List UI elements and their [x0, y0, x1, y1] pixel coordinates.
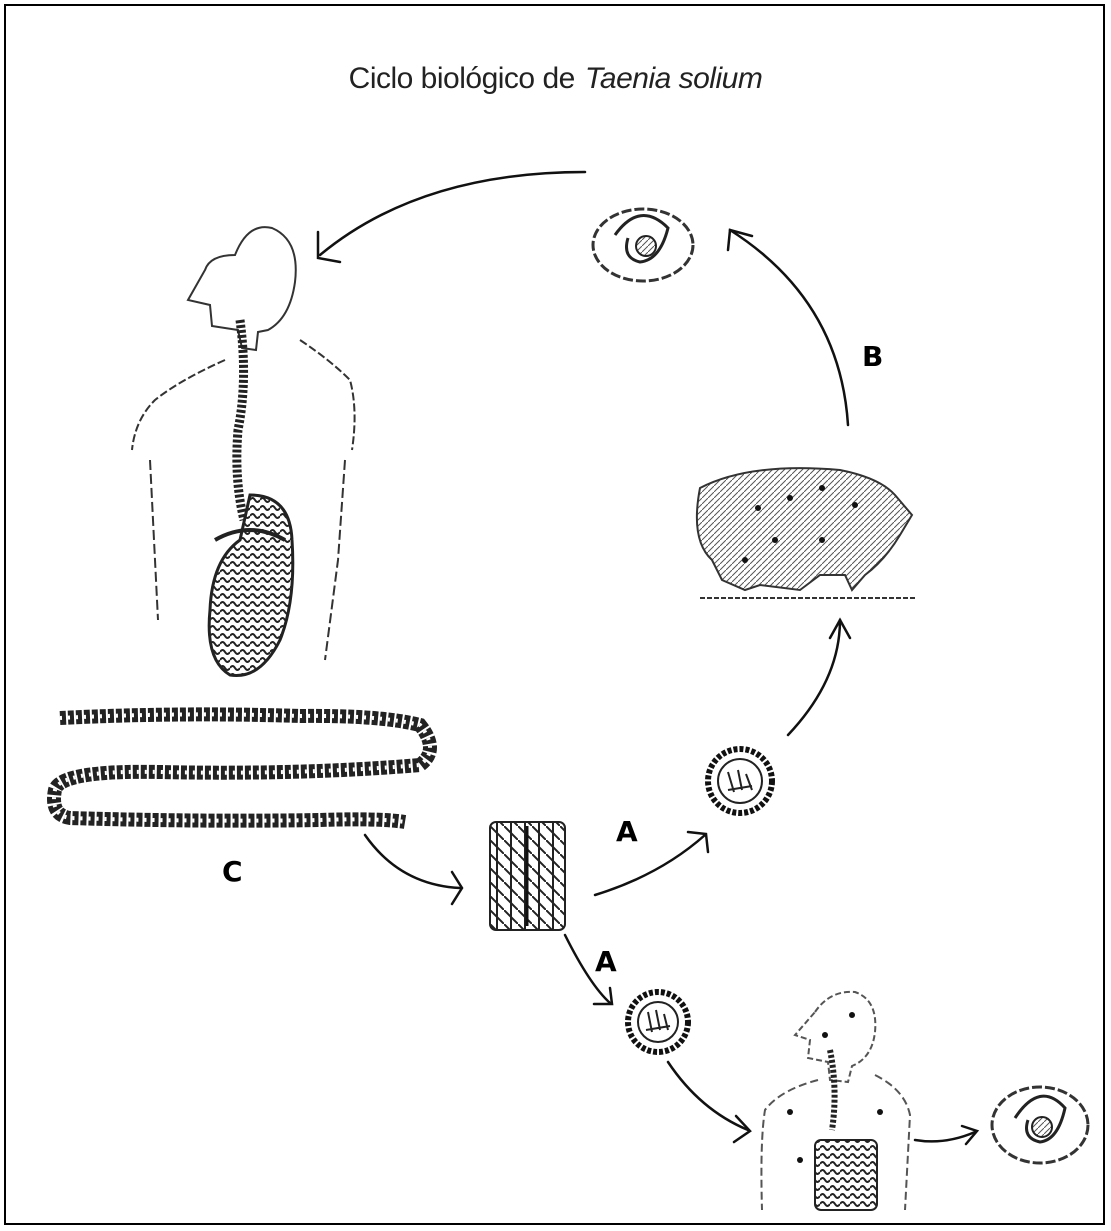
arrow-worm-to-proglottid [365, 835, 460, 888]
pig-figure [697, 468, 915, 598]
cysticercus-top [593, 209, 693, 281]
arrowhead-egg-to-human [734, 1116, 750, 1142]
label-b: B [862, 340, 883, 373]
human-cysticercosis-figure [761, 992, 910, 1210]
egg-lower [628, 992, 688, 1052]
arrow-egg-to-pig [788, 620, 840, 735]
gravid-proglottid [490, 822, 565, 930]
arrow-egg-to-human [668, 1062, 748, 1130]
arrow-human-to-cyst [915, 1132, 975, 1141]
cysticercus-bottom [992, 1087, 1088, 1163]
arrow-pig-to-cyst [730, 230, 848, 425]
arrowhead-pig-to-cyst [728, 230, 752, 250]
egg-upper [708, 749, 772, 813]
adult-tapeworm [54, 714, 430, 822]
human-host-figure [132, 227, 355, 675]
label-c: C [222, 855, 243, 888]
label-a-upper: A [616, 815, 638, 848]
arrow-proglottid-to-egg-upper [595, 835, 705, 895]
arrow-cyst-to-human [320, 172, 585, 255]
label-a-lower: A [595, 945, 617, 978]
